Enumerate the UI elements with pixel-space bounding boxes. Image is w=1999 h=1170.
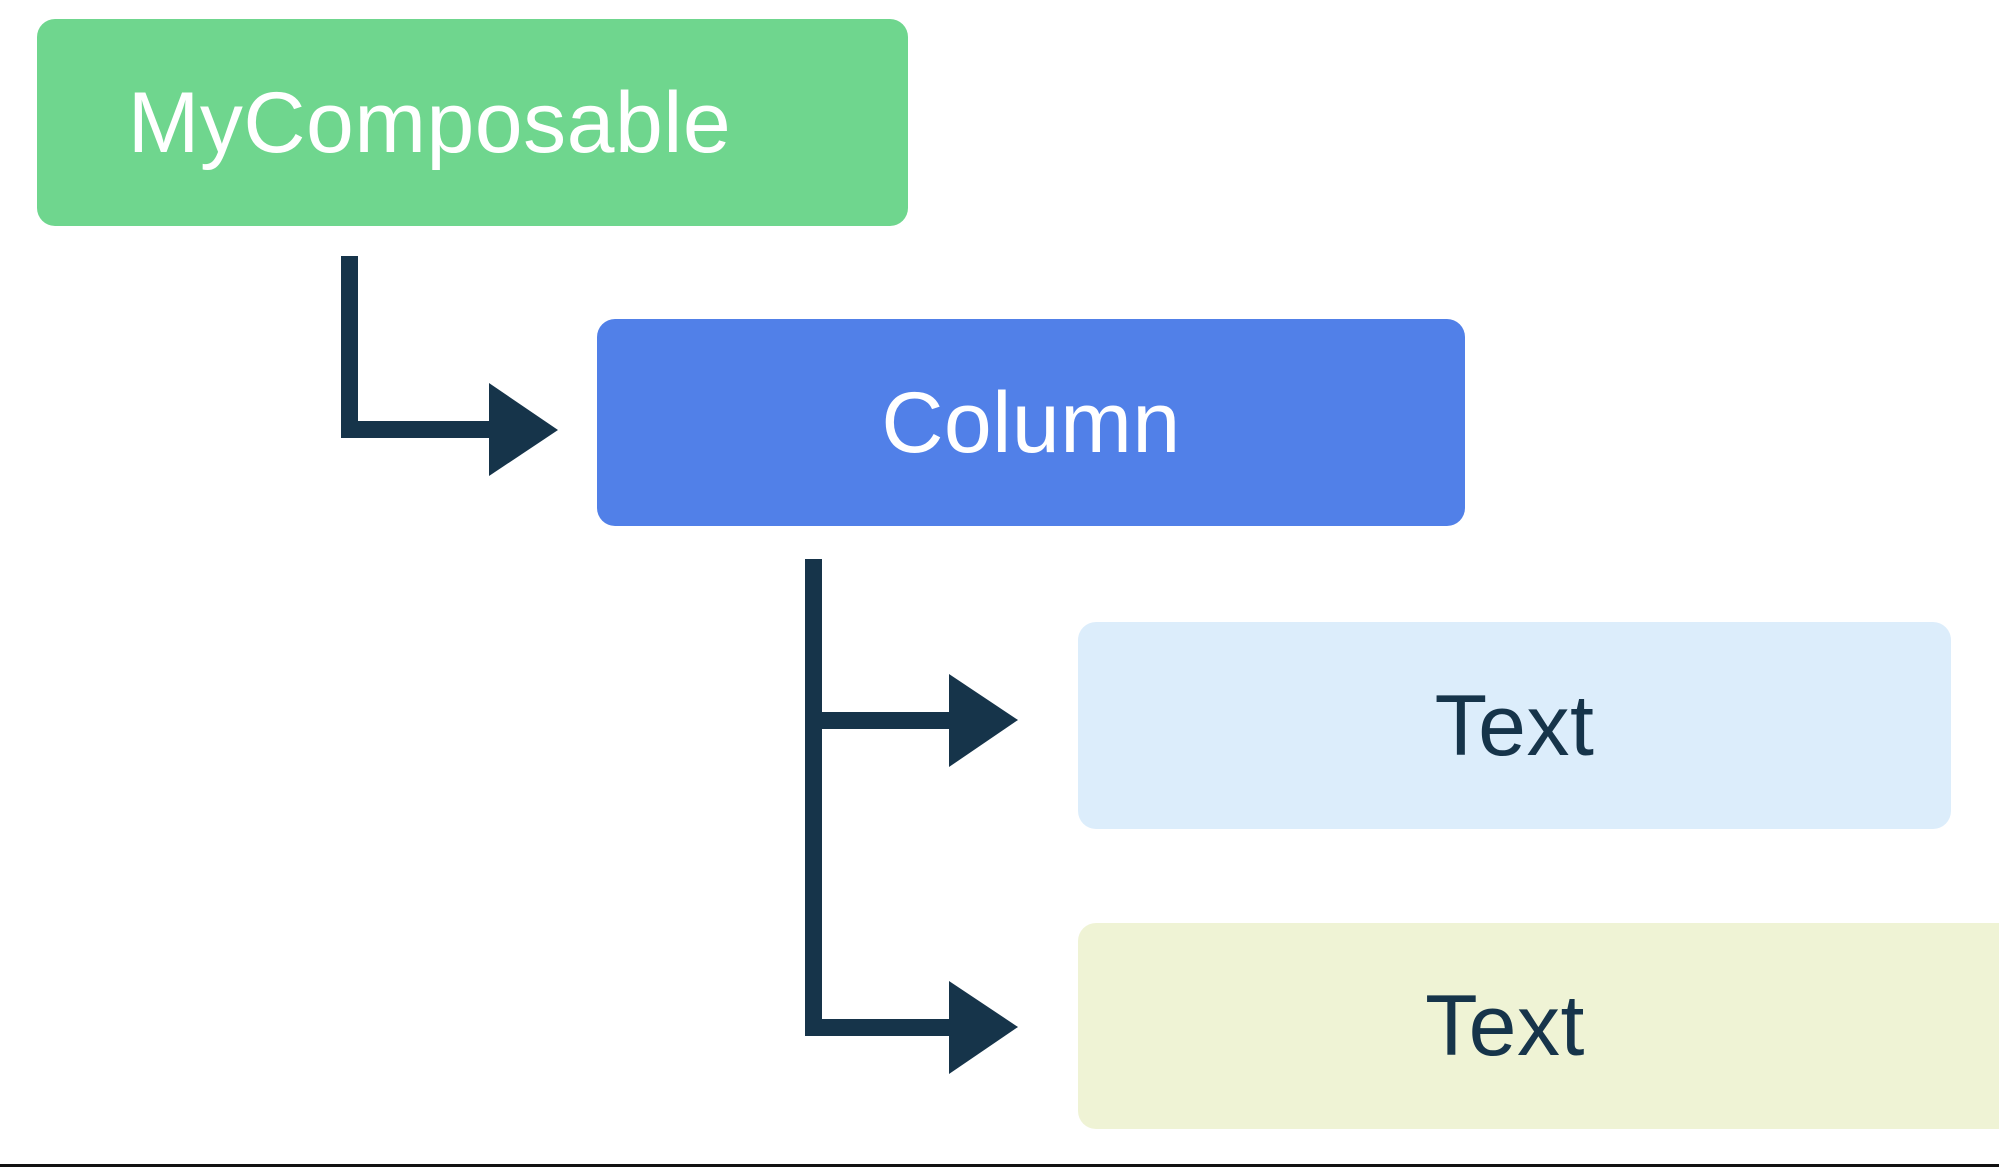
edge-root-to-column-line xyxy=(341,256,490,438)
edge-column-to-text-2 xyxy=(805,981,1018,1074)
node-column-label: Column xyxy=(881,374,1181,471)
node-text-primary-label: Text xyxy=(1434,677,1595,774)
column-branch-vertical xyxy=(805,559,822,1035)
edge-root-to-column-vertical xyxy=(341,256,358,438)
node-text-secondary[interactable]: Text xyxy=(1078,923,1999,1129)
edge-column-branch-trunk xyxy=(805,559,822,1035)
edge-column-to-text-2-arrowhead xyxy=(949,981,1018,1074)
edge-column-to-text-1 xyxy=(805,674,1018,767)
edge-root-to-column-horizontal xyxy=(341,421,493,438)
bottom-divider xyxy=(0,1164,1999,1167)
node-text-primary[interactable]: Text xyxy=(1078,622,1951,829)
edge-column-to-text-2-horizontal xyxy=(805,1019,953,1036)
edge-column-to-text-1-arrowhead xyxy=(949,674,1018,767)
node-column[interactable]: Column xyxy=(597,319,1465,526)
edge-root-to-column-arrowhead xyxy=(489,383,558,476)
node-text-secondary-label: Text xyxy=(1425,978,1585,1074)
edge-column-to-text-1-horizontal xyxy=(805,712,953,729)
node-mycomposable-label: MyComposable xyxy=(127,74,732,171)
edge-root-to-column xyxy=(341,256,558,476)
node-mycomposable[interactable]: MyComposable xyxy=(37,19,908,226)
